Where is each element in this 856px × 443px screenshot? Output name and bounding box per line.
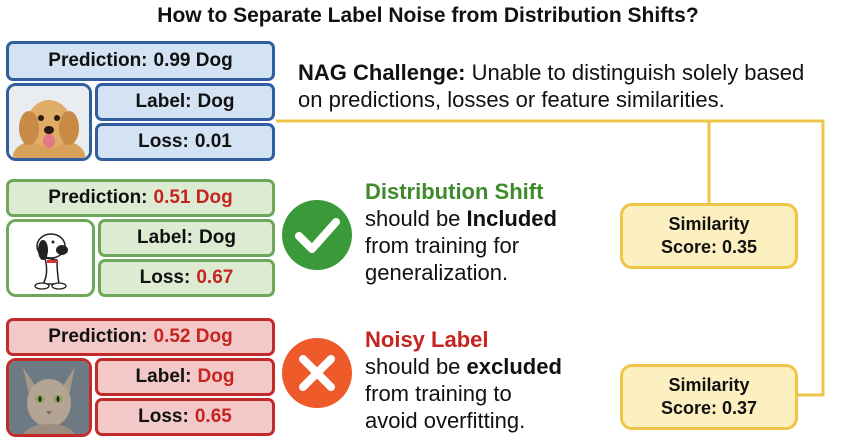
shift-line1-bold: Included <box>466 206 557 231</box>
similarity-score: Score: 0.37 <box>660 398 758 418</box>
similarity-label: Similarity <box>668 375 750 395</box>
shift-line1-pre: should be <box>365 206 467 231</box>
sphynx-cat-image <box>6 358 92 437</box>
golden-retriever-image <box>6 83 92 161</box>
similarity-label: Similarity <box>668 214 750 234</box>
label-label: Label: <box>137 227 193 248</box>
label-label: Label: <box>135 366 192 387</box>
loss-box-dog: Loss: 0.01 <box>95 123 275 161</box>
loss-label: Loss: <box>138 131 189 152</box>
snoopy-image <box>6 219 95 297</box>
shift-line3: generalization. <box>365 260 509 285</box>
distribution-shift-text: Distribution Shift should be Included fr… <box>365 178 557 286</box>
label-box-dog: Label: Dog <box>95 83 275 121</box>
prediction-label: Prediction: <box>48 326 148 347</box>
prediction-box-cat: Prediction: 0.52 Dog <box>6 318 275 356</box>
challenge-line2: on predictions, losses or feature simila… <box>298 87 725 112</box>
prediction-box-dog: Prediction: 0.99 Dog <box>6 41 275 81</box>
challenge-line1: Unable to distinguish solely based <box>471 60 805 85</box>
challenge-heading: NAG Challenge: <box>298 60 466 85</box>
label-label: Label: <box>135 91 192 112</box>
similarity-score-box: Similarity Score: 0.37 <box>620 364 798 430</box>
prediction-label: Prediction: <box>48 187 148 208</box>
distribution-shift-heading: Distribution Shift <box>365 179 544 204</box>
loss-value: 0.01 <box>194 131 232 152</box>
noisy-line2: from training to <box>365 381 512 406</box>
connector-line <box>276 119 825 397</box>
loss-label: Loss: <box>139 267 191 288</box>
loss-box-snoopy: Loss: 0.67 <box>98 259 275 297</box>
loss-value: 0.67 <box>196 267 234 288</box>
loss-label: Loss: <box>138 406 189 427</box>
noisy-label-heading: Noisy Label <box>365 327 489 352</box>
prediction-value: 0.52 Dog <box>153 326 233 347</box>
similarity-score-box: Similarity Score: 0.35 <box>620 203 798 269</box>
noisy-line3: avoid overfitting. <box>365 408 526 433</box>
loss-box-cat: Loss: 0.65 <box>95 398 275 436</box>
figure-title: How to Separate Label Noise from Distrib… <box>157 4 699 27</box>
noisy-label-text: Noisy Label should be excluded from trai… <box>365 326 562 434</box>
prediction-box-snoopy: Prediction: 0.51 Dog <box>6 179 275 217</box>
prediction-value: 0.51 Dog <box>153 187 233 208</box>
label-value: Dog <box>197 366 235 387</box>
shift-line2: from training for <box>365 233 520 258</box>
challenge-text: NAG Challenge: Unable to distinguish sol… <box>298 59 804 113</box>
noisy-line1-bold: excluded <box>466 354 562 379</box>
similarity-score: Score: 0.35 <box>660 237 758 257</box>
label-box-cat: Label: Dog <box>95 358 275 396</box>
label-box-snoopy: Label: Dog <box>98 219 275 257</box>
label-value: Dog <box>197 91 235 112</box>
prediction-value: 0.99 Dog <box>153 50 233 71</box>
label-value: Dog <box>199 227 236 248</box>
loss-value: 0.65 <box>194 406 232 427</box>
noisy-line1-pre: should be <box>365 354 467 379</box>
prediction-label: Prediction: <box>48 50 148 71</box>
